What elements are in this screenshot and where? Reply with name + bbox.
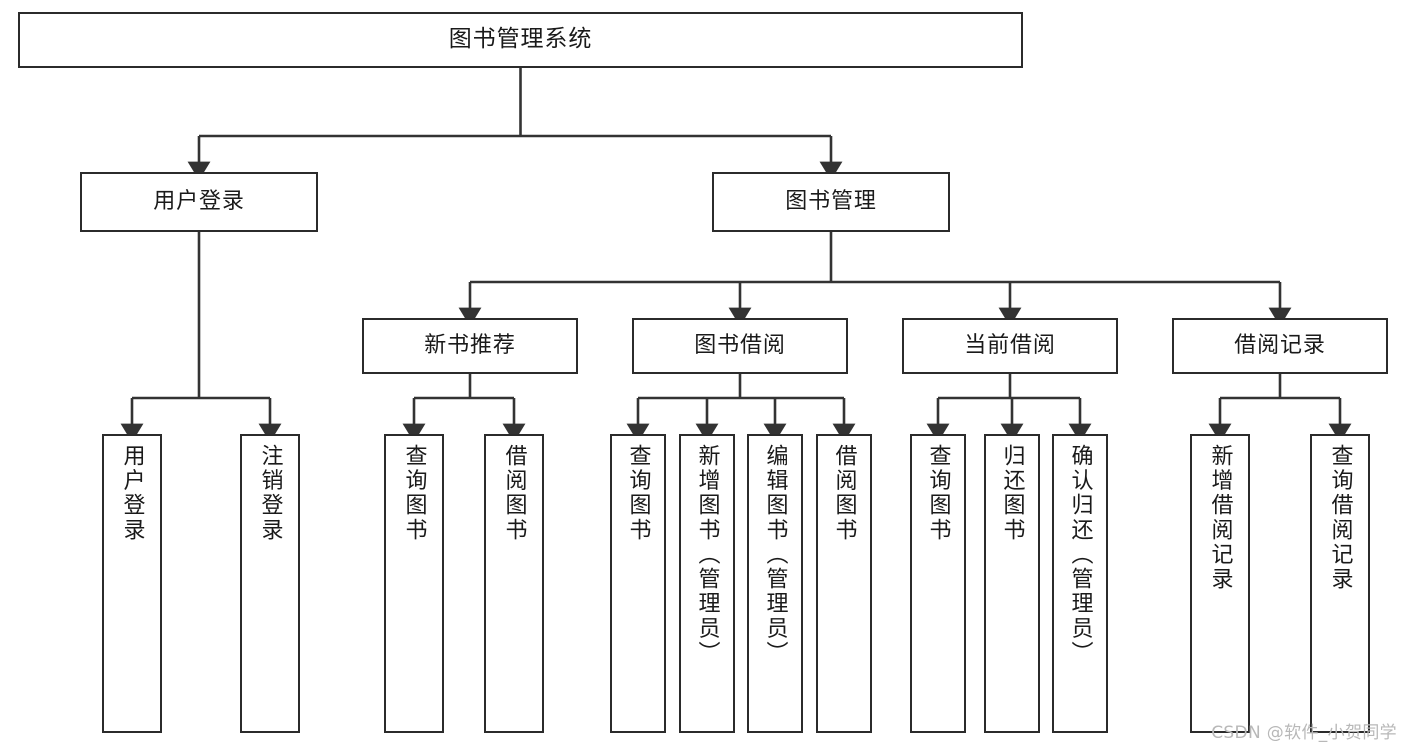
node-label: 查询借阅记录 xyxy=(1327,444,1353,592)
node-bookmgmt: 图书管理 xyxy=(712,172,950,232)
node-leaf-edit-book: 编辑图书（管理员） xyxy=(747,434,803,733)
node-leaf-query-book-1: 查询图书 xyxy=(384,434,444,733)
node-leaf-add-record: 新增借阅记录 xyxy=(1190,434,1250,733)
node-leaf-return-book: 归还图书 xyxy=(984,434,1040,733)
node-label: 借阅记录 xyxy=(1234,332,1326,358)
node-leaf-user-logout: 注销登录 xyxy=(240,434,300,733)
node-label: 查询图书 xyxy=(925,444,951,543)
node-label: 用户登录 xyxy=(119,444,145,543)
node-leaf-borrow-book-1: 借阅图书 xyxy=(484,434,544,733)
node-borrow: 图书借阅 xyxy=(632,318,848,374)
node-leaf-borrow-book-2: 借阅图书 xyxy=(816,434,872,733)
node-leaf-query-record: 查询借阅记录 xyxy=(1310,434,1370,733)
node-label: 用户登录 xyxy=(153,188,245,214)
node-label: 查询图书 xyxy=(401,444,427,543)
node-label: 图书管理系统 xyxy=(448,26,593,53)
node-label: 新增借阅记录 xyxy=(1207,444,1233,592)
node-leaf-query-book-2: 查询图书 xyxy=(610,434,666,733)
node-leaf-user-login: 用户登录 xyxy=(102,434,162,733)
node-newbook: 新书推荐 xyxy=(362,318,578,374)
node-label: 借阅图书 xyxy=(501,444,527,543)
node-leaf-add-book: 新增图书（管理员） xyxy=(679,434,735,733)
node-leaf-query-book-3: 查询图书 xyxy=(910,434,966,733)
node-records: 借阅记录 xyxy=(1172,318,1388,374)
node-label: 借阅图书 xyxy=(831,444,857,543)
node-current: 当前借阅 xyxy=(902,318,1118,374)
node-label: 确认归还（管理员） xyxy=(1067,444,1093,666)
node-label: 图书借阅 xyxy=(694,332,786,358)
node-label: 图书管理 xyxy=(785,188,877,214)
node-label: 当前借阅 xyxy=(964,332,1056,358)
node-label: 编辑图书（管理员） xyxy=(762,444,788,666)
node-label: 查询图书 xyxy=(625,444,651,543)
node-leaf-confirm-return: 确认归还（管理员） xyxy=(1052,434,1108,733)
node-label: 注销登录 xyxy=(257,444,283,543)
node-label: 新书推荐 xyxy=(424,332,516,358)
csdn-watermark: CSDN @软件_小贺同学 xyxy=(1211,723,1397,743)
node-label: 归还图书 xyxy=(999,444,1025,543)
node-login: 用户登录 xyxy=(80,172,318,232)
node-label: 新增图书（管理员） xyxy=(694,444,720,666)
node-root: 图书管理系统 xyxy=(18,12,1023,68)
